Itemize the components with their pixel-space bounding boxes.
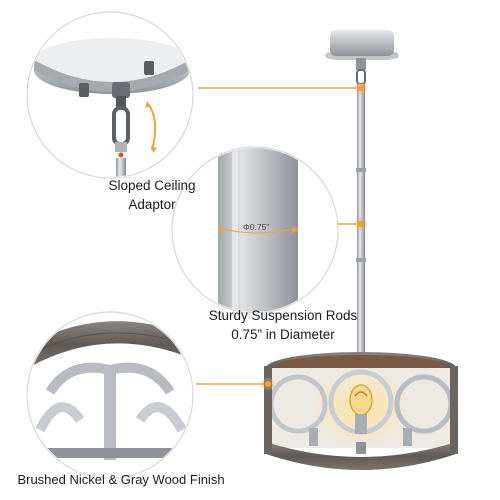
ceiling-adaptor-caption-line2: Adaptor bbox=[128, 197, 176, 212]
callout-leaders bbox=[196, 82, 367, 390]
suspension-rod-closeup bbox=[171, 146, 339, 314]
ceiling-adaptor-caption: Sloped Ceiling Adaptor bbox=[92, 176, 212, 214]
ceiling-adaptor-closeup bbox=[26, 11, 194, 179]
finish-closeup bbox=[26, 311, 194, 479]
suspension-rods-caption-line2: 0.75” in Diameter bbox=[231, 327, 335, 342]
diameter-mark: Φ0.75” bbox=[243, 222, 270, 232]
suspension-rods-caption-line1: Sturdy Suspension Rods bbox=[208, 308, 358, 323]
ceiling-adaptor-caption-line1: Sloped Ceiling bbox=[108, 178, 196, 193]
suspension-rods-caption: Sturdy Suspension Rods 0.75” in Diameter bbox=[178, 306, 388, 344]
finish-caption: Brushed Nickel & Gray Wood Finish bbox=[17, 472, 225, 487]
